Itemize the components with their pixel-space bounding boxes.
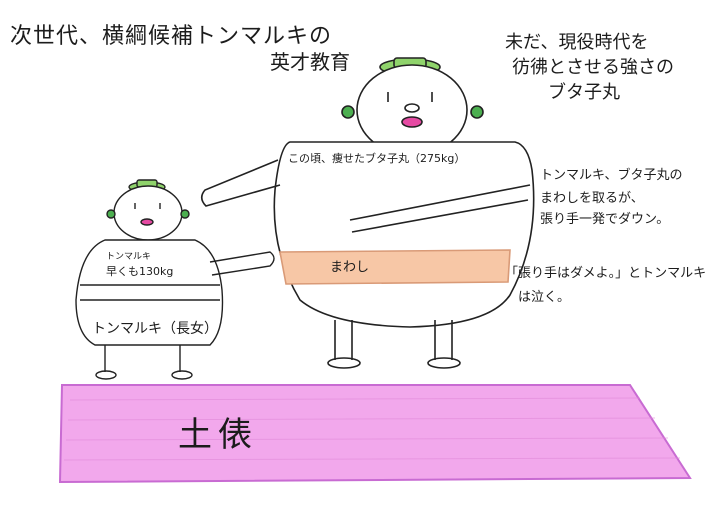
caption-line-3: 張り手一発でダウン。 (540, 212, 670, 227)
small-wrestler-label-line-1: トンマルキ (106, 252, 152, 262)
small-wrestler-arm (209, 251, 275, 276)
caption-line-1: トンマルキ、ブタ子丸の (540, 168, 683, 183)
dohyo-mat (58, 384, 692, 484)
caption-line-2: まわしを取るが、 (540, 191, 644, 206)
small-wrestler-foot-right (171, 370, 193, 380)
big-wrestler-lips (401, 116, 423, 128)
title-line-1: 次世代、横綱候補トンマルキの (10, 24, 333, 49)
mawashi-belt (279, 249, 511, 285)
dohyo-surface (58, 384, 692, 484)
big-wrestler-foot-right (427, 357, 461, 369)
big-wrestler-ear-left (341, 105, 355, 119)
small-wrestler-ear-right (180, 209, 190, 219)
small-wrestler-lips (140, 218, 154, 226)
small-wrestler-foot-left (95, 370, 117, 380)
top-right-note-line-2: 彷彿とさせる強さの (512, 57, 674, 78)
big-wrestler-ear-right (470, 105, 484, 119)
small-wrestler-name-label: トンマルキ（長女） (92, 321, 218, 337)
big-wrestler (200, 57, 535, 369)
caption-line-4: 「張り手はダメよ。」とトンマルキ (505, 266, 707, 281)
small-wrestler-belt (80, 284, 220, 301)
big-wrestler-arm-left (200, 159, 281, 207)
top-right-note-line-3: ブタ子丸 (548, 82, 620, 103)
top-right-note-line-1: 未だ、現役時代を (505, 32, 649, 53)
small-wrestler-ear-left (106, 209, 116, 219)
dohyo-label: 土俵 (178, 415, 258, 455)
big-wrestler-nose (404, 103, 420, 113)
big-wrestler-arm-across (349, 184, 531, 233)
big-wrestler-body (273, 141, 535, 328)
big-wrestler-weight-note: この頃、痩せたブタ子丸（275kg） (288, 152, 466, 165)
caption-line-5: は泣く。 (518, 290, 571, 305)
small-wrestler (75, 179, 275, 380)
title-line-2: 英才教育 (270, 50, 350, 74)
mawashi-label: まわし (330, 260, 370, 275)
small-wrestler-label-line-2: 早くも130kg (106, 265, 174, 278)
big-wrestler-foot-left (327, 357, 361, 369)
small-wrestler-body (75, 239, 224, 346)
dohyo-shading-strokes (63, 397, 681, 461)
small-wrestler-head (113, 185, 183, 241)
